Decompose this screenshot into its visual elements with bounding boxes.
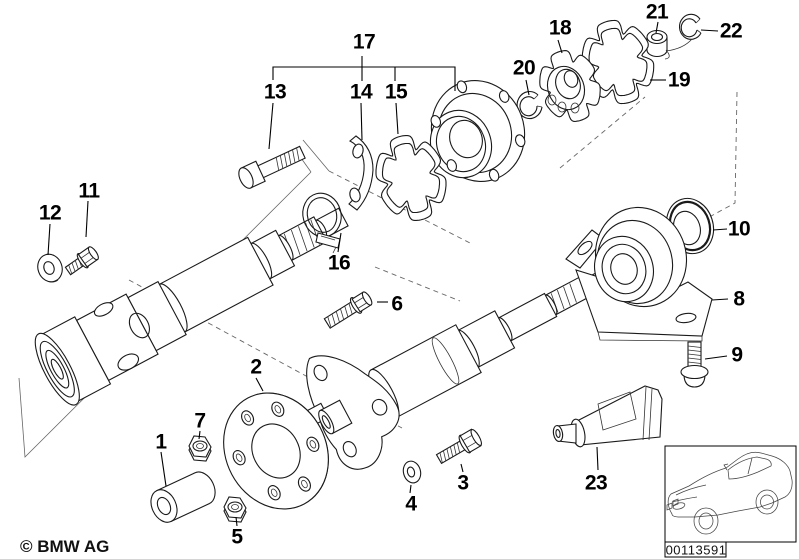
cv-joint-drawing: [539, 50, 601, 122]
leader-lines: [47, 21, 729, 527]
callout-3[interactable]: 3: [457, 471, 469, 495]
bolt-9-drawing: [680, 341, 709, 388]
callout-19[interactable]: 19: [667, 68, 691, 92]
callout-10[interactable]: 10: [727, 217, 751, 241]
callout-12[interactable]: 12: [38, 201, 62, 225]
callout-15[interactable]: 15: [384, 80, 408, 104]
nut-5-drawing: [223, 496, 247, 523]
center-bearing-drawing: [565, 206, 713, 342]
bolt-6-drawing: [323, 291, 373, 329]
image-number: 00113591: [665, 542, 727, 558]
washer-4-drawing: [402, 460, 422, 484]
front-driveshaft-drawing: [34, 207, 349, 406]
gasket-front-drawing: [375, 135, 447, 221]
callout-18[interactable]: 18: [548, 16, 572, 40]
callout-23[interactable]: 23: [584, 471, 608, 495]
bolt-13-drawing: [238, 145, 306, 189]
callout-16[interactable]: 16: [327, 251, 351, 275]
bushing-drawing: [150, 471, 216, 523]
nut-7-drawing: [188, 435, 212, 462]
callout-1[interactable]: 1: [155, 430, 167, 454]
circlip-drawing: [665, 13, 702, 52]
callout-17[interactable]: 17: [352, 30, 376, 54]
shaft-hub-drawing: [429, 80, 526, 182]
callout-13[interactable]: 13: [263, 80, 287, 104]
callout-8[interactable]: 8: [733, 287, 745, 311]
locknut-drawing: [646, 29, 670, 60]
callout-21[interactable]: 21: [645, 0, 669, 24]
screw-11-drawing: [64, 246, 99, 276]
hose-clamp-drawing: [302, 192, 342, 254]
callout-11[interactable]: 11: [78, 179, 100, 203]
grease-tube-drawing: [552, 385, 663, 448]
callout-4[interactable]: 4: [405, 492, 417, 516]
callout-6[interactable]: 6: [391, 292, 403, 316]
washer-12-drawing: [37, 253, 63, 283]
copyright-text: © BMW AG: [20, 537, 110, 556]
callout-5[interactable]: 5: [231, 525, 243, 549]
callout-2[interactable]: 2: [250, 355, 262, 379]
gasket-rear-drawing: [581, 19, 655, 105]
callout-14[interactable]: 14: [349, 80, 373, 104]
callout-22[interactable]: 22: [719, 19, 743, 43]
callout-20[interactable]: 20: [512, 56, 536, 80]
vehicle-reference-box: [664, 445, 797, 558]
bolt-3-drawing: [435, 428, 482, 465]
car-icon: [666, 451, 793, 535]
rear-driveshaft-drawing: [223, 266, 615, 510]
securing-plate-drawing: [348, 135, 374, 211]
callout-7[interactable]: 7: [194, 409, 206, 433]
callout-9[interactable]: 9: [731, 343, 743, 367]
